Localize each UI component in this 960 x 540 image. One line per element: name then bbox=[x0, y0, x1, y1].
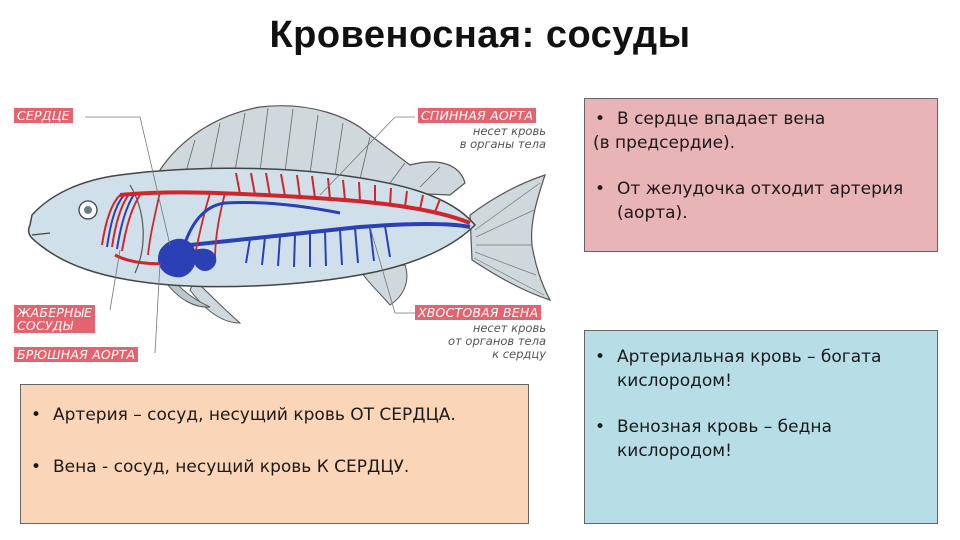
list-item: • Венозная кровь – бедна кислородом! bbox=[595, 417, 832, 461]
label-gill-vessels: ЖАБЕРНЫЕ СОСУДЫ bbox=[14, 305, 96, 333]
fish-circulation-diagram: СЕРДЦЕ СПИННАЯ АОРТА несет кровь в орган… bbox=[10, 95, 560, 385]
fish-illustration bbox=[27, 105, 552, 354]
label-ventral-aorta: БРЮШНАЯ АОРТА bbox=[14, 347, 139, 362]
slide-title: Кровеносная: сосуды bbox=[269, 14, 691, 56]
label-tail-vein: ХВОСТОВАЯ ВЕНА bbox=[415, 305, 542, 320]
list-item: • Вена - сосуд, несущий кровь К СЕРДЦУ. bbox=[31, 457, 410, 477]
heart bbox=[157, 238, 197, 278]
list-item: • От желудочка отходит артерия (аорта). bbox=[595, 179, 904, 223]
note-dorsal-aorta: несет кровь в органы тела bbox=[459, 124, 546, 151]
ventral-fin bbox=[189, 279, 242, 324]
label-heart: СЕРДЦЕ bbox=[14, 108, 73, 123]
tail-fin bbox=[469, 174, 552, 302]
blood-types-box: • Артериальная кровь – богата кислородом… bbox=[584, 330, 938, 524]
list-item: • Артерия – сосуд, несущий кровь ОТ СЕРД… bbox=[31, 405, 456, 425]
note-tail-vein: несет кровь от органов тела к сердцу bbox=[448, 321, 546, 361]
label-dorsal-aorta: СПИННАЯ АОРТА bbox=[418, 108, 537, 123]
tail-vein bbox=[189, 222, 471, 247]
heart-vessels-box: • В сердце впадает вена (в предсердие). … bbox=[584, 98, 938, 252]
list-item: • В сердце впадает вена bbox=[595, 109, 826, 129]
anal-fin bbox=[359, 264, 408, 306]
definitions-box: • Артерия – сосуд, несущий кровь ОТ СЕРД… bbox=[20, 384, 529, 524]
list-item: • Артериальная кровь – богата кислородом… bbox=[595, 347, 882, 391]
list-item-continuation: (в предсердие). bbox=[593, 133, 736, 153]
